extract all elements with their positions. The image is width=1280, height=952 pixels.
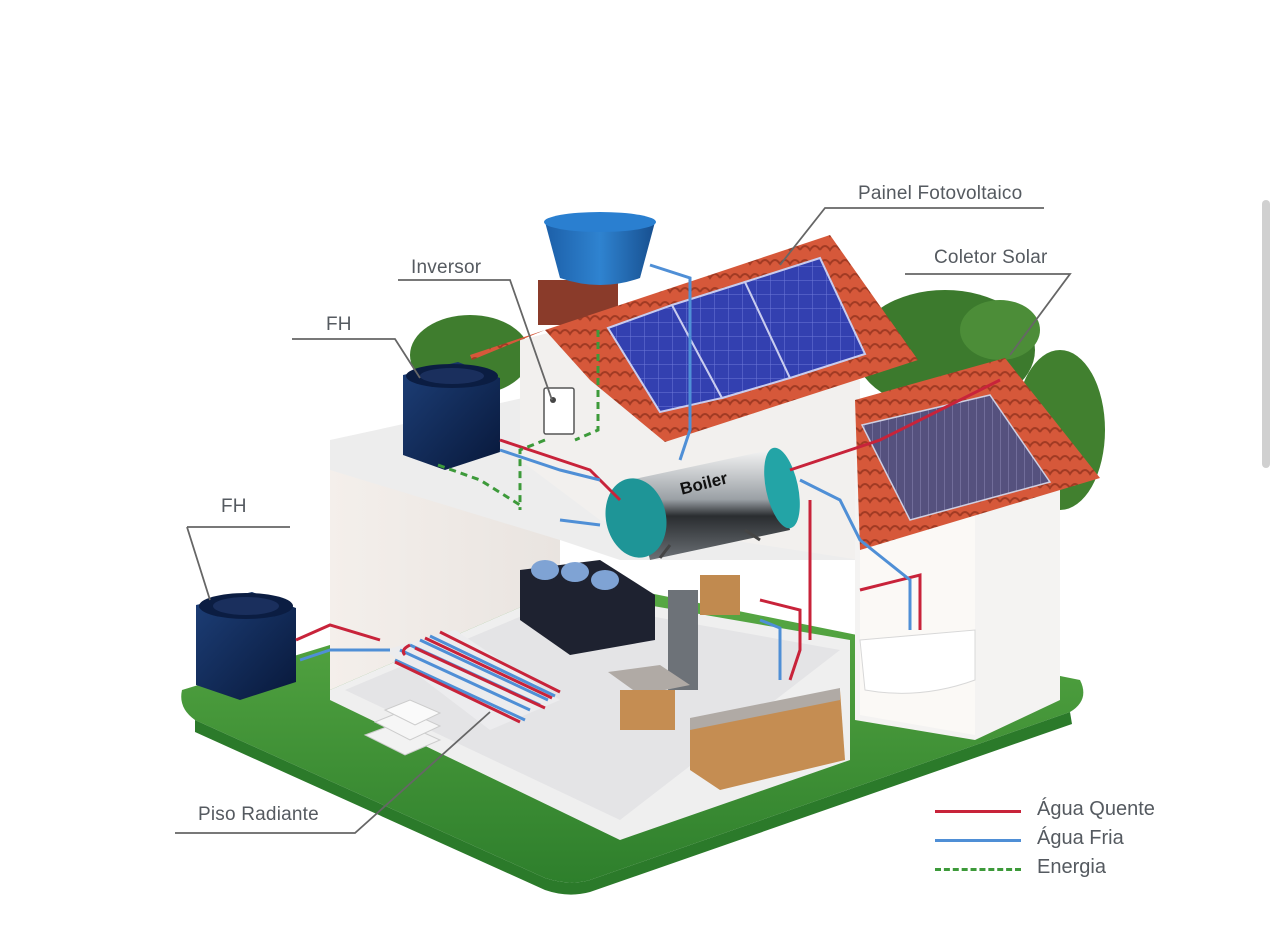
hot-water-pipes [295, 378, 1001, 681]
heat-pump-upper [403, 362, 500, 470]
label-coletor-solar: Coletor Solar [934, 247, 1048, 268]
kitchen [608, 575, 845, 790]
label-fh-upper: FH [326, 314, 352, 335]
water-tank-top [544, 212, 656, 232]
legend-item-agua-quente: Água Quente [935, 796, 1185, 824]
cold-water-pipes [299, 263, 912, 680]
label-piso-radiante: Piso Radiante [198, 804, 319, 825]
water-tank [545, 222, 655, 285]
solar-panels [606, 256, 867, 414]
boiler: Boiler [605, 447, 800, 560]
legend-item-energia: Energia [935, 854, 1185, 882]
callout-line-inversor [398, 279, 553, 401]
callout-line-piso [175, 711, 491, 834]
scrollbar-thumb[interactable] [1262, 200, 1270, 468]
callout-lines [175, 207, 1072, 834]
callout-line-fh-upper [292, 338, 421, 379]
heat-pump-lower [196, 592, 296, 700]
callout-line-fh-lower [186, 526, 290, 601]
energy-lines [437, 330, 600, 510]
legend-swatch-agua-fria [935, 839, 1021, 842]
label-painel-fotovoltaico: Painel Fotovoltaico [858, 183, 1023, 204]
bathtub [859, 629, 976, 694]
legend: Água Quente Água Fria Energia [935, 796, 1185, 886]
label-inversor: Inversor [411, 257, 482, 278]
legend-swatch-energia [935, 868, 1021, 871]
callout-line-coletor [905, 273, 1072, 356]
inverter-box [543, 387, 575, 435]
steps [363, 699, 442, 756]
label-fh-lower: FH [221, 496, 247, 517]
legend-swatch-agua-quente [935, 810, 1021, 813]
legend-item-agua-fria: Água Fria [935, 825, 1185, 853]
legend-label-agua-fria: Água Fria [1037, 827, 1124, 849]
callout-line-painel [779, 207, 1044, 266]
legend-label-agua-quente: Água Quente [1037, 798, 1155, 820]
lawn-edge [195, 712, 1072, 895]
radiant-floor [385, 630, 561, 730]
legend-label-energia: Energia [1037, 856, 1106, 878]
sofa [520, 560, 655, 655]
